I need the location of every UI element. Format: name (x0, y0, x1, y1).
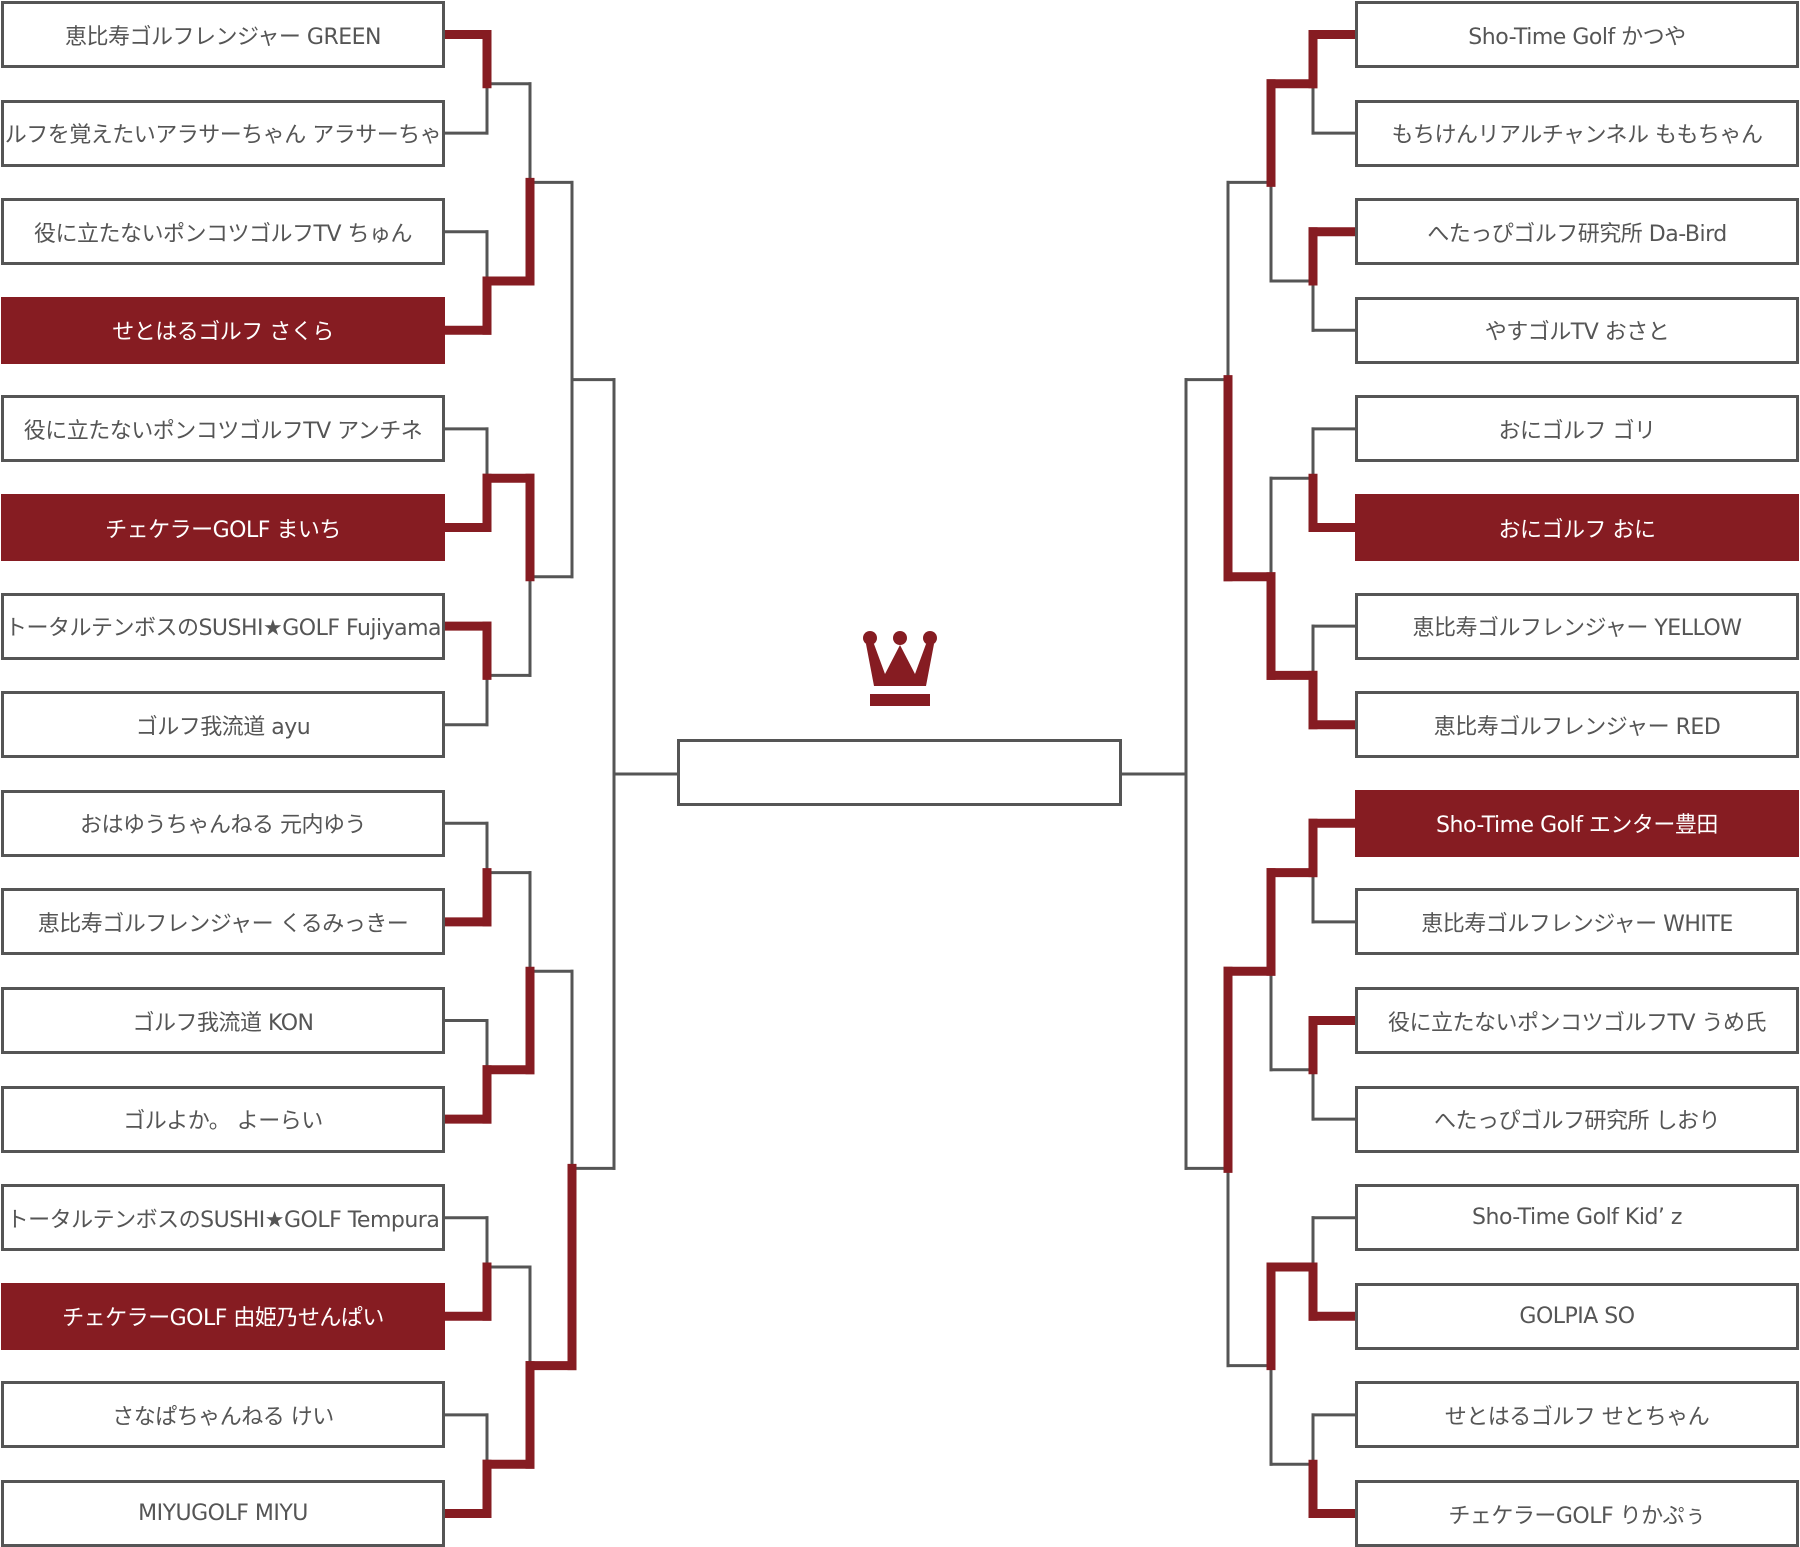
left-team-7: トータルテンボスのSUSHI★GOLF Fujiyama (1, 592, 445, 660)
right-team-5: おにゴルフ ゴリ (1355, 395, 1799, 463)
right-team-9: Sho-Time Golf エンター豊田 (1355, 789, 1799, 857)
left-team-15: さなぱちゃんねる けい (1, 1381, 445, 1449)
left-team-13: トータルテンボスのSUSHI★GOLF Tempura (1, 1184, 445, 1252)
right-team-4: やすゴルTV おさと (1355, 296, 1799, 364)
right-team-6: おにゴルフ おに (1355, 494, 1799, 561)
left-team-1: 恵比寿ゴルフレンジャー GREEN (1, 1, 445, 68)
right-team-14: GOLPIA SO (1355, 1282, 1799, 1350)
right-team-10: 恵比寿ゴルフレンジャー WHITE (1355, 888, 1799, 956)
right-team-13: Sho-Time Golf Kid’ z (1355, 1184, 1799, 1252)
right-team-15: せとはるゴルフ せとちゃん (1355, 1381, 1799, 1449)
left-team-5: 役に立たないポンコツゴルフTV アンチネ (1, 395, 445, 463)
right-team-2: もちけんリアルチャンネル ももちゃん (1355, 99, 1799, 167)
right-team-12: へたっぴゴルフ研究所 しおり (1355, 1085, 1799, 1153)
left-team-10: 恵比寿ゴルフレンジャー くるみっきー (1, 888, 445, 956)
left-team-14: チェケラーGOLF 由姫乃せんぱい (1, 1282, 445, 1350)
crown-icon (863, 631, 937, 706)
left-team-12: ゴルよか。 よーらい (1, 1085, 445, 1153)
right-team-16: チェケラーGOLF りかぷぅ (1355, 1480, 1799, 1547)
final-box (677, 739, 1122, 806)
right-team-8: 恵比寿ゴルフレンジャー RED (1355, 691, 1799, 759)
right-team-1: Sho-Time Golf かつや (1355, 1, 1799, 68)
left-team-8: ゴルフ我流道 ayu (1, 691, 445, 759)
left-team-6: チェケラーGOLF まいち (1, 494, 445, 561)
left-team-2: ゴルフを覚えたいアラサーちゃん アラサーちゃん (1, 99, 445, 167)
left-team-3: 役に立たないポンコツゴルフTV ちゅん (1, 198, 445, 266)
left-team-11: ゴルフ我流道 KON (1, 987, 445, 1054)
right-team-11: 役に立たないポンコツゴルフTV うめ氏 (1355, 987, 1799, 1054)
left-team-9: おはゆうちゃんねる 元内ゆう (1, 789, 445, 857)
left-team-16: MIYUGOLF MIYU (1, 1480, 445, 1547)
left-team-4: せとはるゴルフ さくら (1, 296, 445, 364)
right-team-7: 恵比寿ゴルフレンジャー YELLOW (1355, 592, 1799, 660)
right-team-3: へたっぴゴルフ研究所 Da-Bird (1355, 198, 1799, 266)
